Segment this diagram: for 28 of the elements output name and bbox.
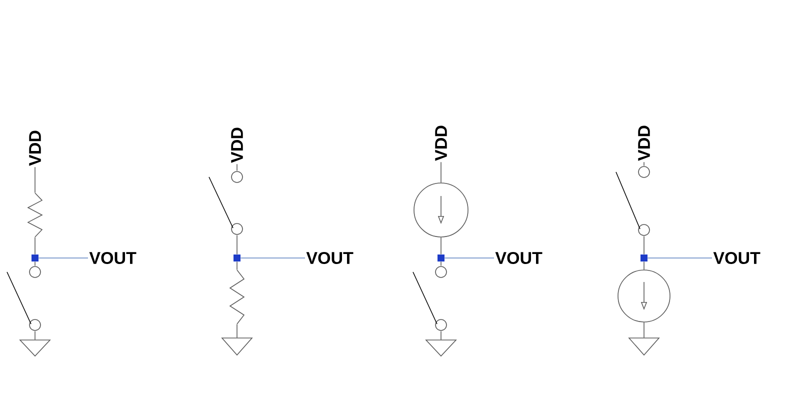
wire bbox=[236, 164, 238, 172]
resistor-symbol bbox=[27, 192, 43, 238]
wire bbox=[34, 236, 36, 255]
net-label: VDD bbox=[29, 130, 41, 166]
switch-symbol bbox=[6, 266, 41, 331]
net-label: VDD bbox=[231, 128, 243, 163]
wire bbox=[236, 234, 238, 255]
wire bbox=[236, 324, 238, 338]
switch-symbol bbox=[616, 166, 650, 236]
switch-symbol bbox=[208, 171, 243, 235]
wire bbox=[440, 261, 442, 266]
wire bbox=[440, 330, 442, 340]
wire bbox=[440, 236, 442, 255]
wire bbox=[236, 261, 238, 270]
net-label: VOUT bbox=[306, 252, 354, 264]
resistor-symbol bbox=[229, 270, 245, 324]
current-source-symbol bbox=[414, 182, 468, 238]
current-source-symbol bbox=[618, 270, 670, 322]
wire bbox=[34, 261, 36, 266]
net-label: VDD bbox=[435, 126, 447, 161]
net-label: VOUT bbox=[713, 252, 760, 264]
wire bbox=[34, 330, 36, 340]
net-label: VOUT bbox=[495, 252, 542, 264]
switch-symbol bbox=[412, 266, 447, 331]
net-label: VOUT bbox=[89, 252, 136, 264]
wire bbox=[440, 162, 442, 183]
net-label: VDD bbox=[638, 126, 650, 161]
wire bbox=[34, 166, 36, 194]
